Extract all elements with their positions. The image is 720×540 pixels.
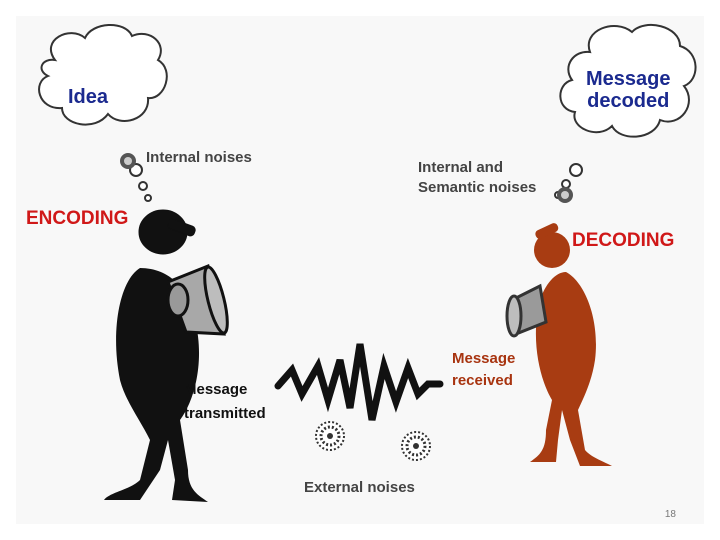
decoder-noise-icon [557,187,573,203]
encoder-figure [104,209,208,502]
decoder-megaphone [505,283,548,338]
idea-label: Idea [68,86,109,108]
encoder-megaphone [166,263,229,336]
message-transmitted-label: Message transmitted [184,381,266,422]
external-noises-label: External noises [304,479,415,496]
encoder-noise-icon [120,153,136,169]
message-decoded-label: Message decoded [586,68,671,112]
decoder-thought-cloud [554,23,697,199]
message-received-label: Message received [452,350,516,389]
external-noise-icon [401,431,431,461]
page-number: 18 [664,509,676,520]
encoding-label: ENCODING [26,208,129,229]
decoding-label: DECODING [572,230,675,251]
external-noise-icon [315,421,345,451]
signal-wave [274,343,444,421]
encoder-thought-cloud [38,23,168,202]
decoder-figure [530,223,612,466]
internal-noises-label: Internal noises [146,149,252,166]
internal-semantic-noises-label: Internal and Semantic noises [418,159,537,196]
